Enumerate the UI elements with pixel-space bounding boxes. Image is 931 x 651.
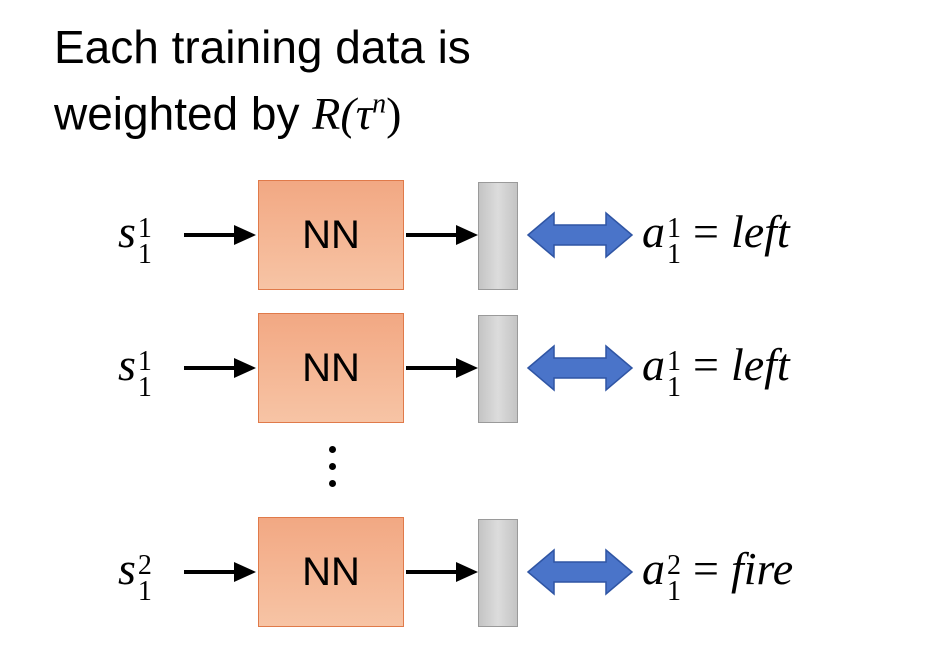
action-var: a [642, 339, 665, 390]
right-arrow-icon [406, 562, 478, 582]
action-value: fire [730, 543, 794, 594]
title-line-2: weighted by R(τn) [54, 76, 471, 143]
state-var: s [118, 206, 136, 257]
state-sub: 1 [137, 576, 152, 608]
action-sup: 1 [667, 213, 681, 245]
state-sup: 2 [137, 550, 152, 582]
state-var: s [118, 543, 136, 594]
double-arrow-icon [526, 344, 634, 392]
state-sub: 1 [137, 239, 152, 271]
nn-box: NN [258, 313, 404, 423]
state-var: s [118, 339, 136, 390]
double-arrow-icon [526, 211, 634, 259]
vertical-ellipsis-icon [326, 446, 338, 490]
nn-box: NN [258, 517, 404, 627]
state-sup: 1 [137, 346, 152, 378]
double-arrow-icon [526, 548, 634, 596]
title-math: R(τn) [312, 88, 401, 139]
right-arrow-icon [184, 225, 256, 245]
title-math-sup: n [372, 89, 387, 120]
action-value: left [730, 339, 790, 390]
nn-box: NN [258, 180, 404, 290]
output-bar [478, 519, 518, 627]
right-arrow-icon [184, 562, 256, 582]
action-var: a [642, 206, 665, 257]
state-sub: 1 [137, 372, 152, 404]
state-sup: 1 [137, 213, 152, 245]
equals-sign: = [693, 206, 719, 257]
title-math-close: ) [386, 88, 402, 140]
output-bar [478, 315, 518, 423]
equals-sign: = [693, 339, 719, 390]
action-sup: 2 [667, 550, 681, 582]
action-value: left [730, 206, 790, 257]
action-var: a [642, 543, 665, 594]
right-arrow-icon [406, 358, 478, 378]
page-title: Each training data is weighted by R(τn) [54, 18, 471, 143]
action-sub: 1 [667, 576, 681, 608]
output-bar [478, 182, 518, 290]
action-sub: 1 [667, 239, 681, 271]
right-arrow-icon [406, 225, 478, 245]
title-math-base: R(τ [312, 88, 373, 140]
action-sub: 1 [667, 372, 681, 404]
title-line-1: Each training data is [54, 21, 471, 73]
action-sup: 1 [667, 346, 681, 378]
equals-sign: = [693, 543, 719, 594]
title-line-2-text: weighted by [54, 87, 313, 140]
right-arrow-icon [184, 358, 256, 378]
